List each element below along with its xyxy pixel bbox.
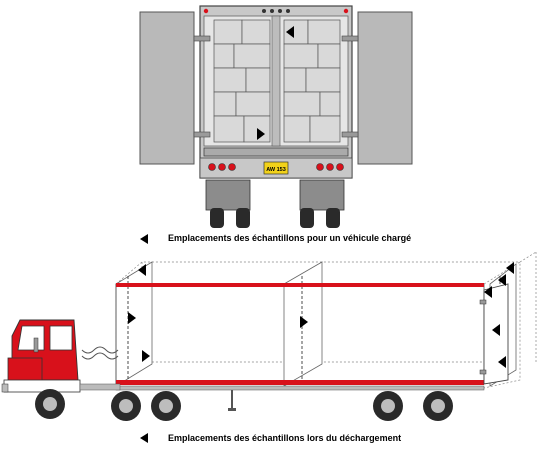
cargo-stack-left — [213, 19, 271, 143]
hinge — [193, 35, 211, 42]
rear-view-trailer: AW 153 — [139, 5, 413, 228]
tail-light — [336, 163, 344, 171]
license-plate-text: AW 153 — [266, 167, 286, 173]
sample-location-marker-icon — [498, 356, 506, 368]
hinge — [193, 131, 211, 138]
tail-light — [218, 163, 226, 171]
tail-light — [228, 163, 236, 171]
trailer-bottom-rail — [116, 380, 484, 385]
rear-wheel — [236, 208, 250, 228]
trailer-top-rail — [116, 283, 484, 287]
sample-location-marker-icon — [492, 324, 500, 336]
tail-light — [208, 163, 216, 171]
rear-wheel — [300, 208, 314, 228]
sample-location-marker-icon — [286, 26, 294, 38]
hinge — [341, 35, 359, 42]
legend-marker-icon — [140, 234, 148, 244]
sample-location-marker-icon — [506, 262, 514, 274]
right-open-door — [357, 11, 413, 165]
cab-window — [17, 325, 45, 351]
sample-location-marker-icon — [498, 274, 506, 286]
sample-location-marker-icon — [128, 312, 136, 324]
caption-unloading: Emplacements des échantillons lors du dé… — [168, 433, 402, 443]
license-plate — [263, 161, 289, 175]
wheels — [35, 389, 453, 421]
sample-location-marker-icon — [300, 316, 308, 328]
rear-wheel — [326, 208, 340, 228]
hinge — [341, 131, 359, 138]
cargo-stack-right — [283, 19, 341, 143]
rear-wheel — [210, 208, 224, 228]
side-view-truck — [1, 251, 537, 421]
sample-location-marker-icon — [484, 286, 492, 298]
tail-light — [316, 163, 324, 171]
tail-light — [326, 163, 334, 171]
unloading-panel-front — [115, 261, 153, 387]
sample-location-marker-icon — [257, 128, 265, 140]
cab-window — [49, 325, 73, 351]
rear-door-open — [483, 283, 509, 385]
sample-location-marker-icon — [142, 350, 150, 362]
caption-loaded-vehicle: Emplacements des échantillons pour un vé… — [168, 233, 412, 243]
sample-location-marker-icon — [138, 264, 146, 276]
left-open-door — [139, 11, 195, 165]
legend-marker-icon — [140, 433, 148, 443]
